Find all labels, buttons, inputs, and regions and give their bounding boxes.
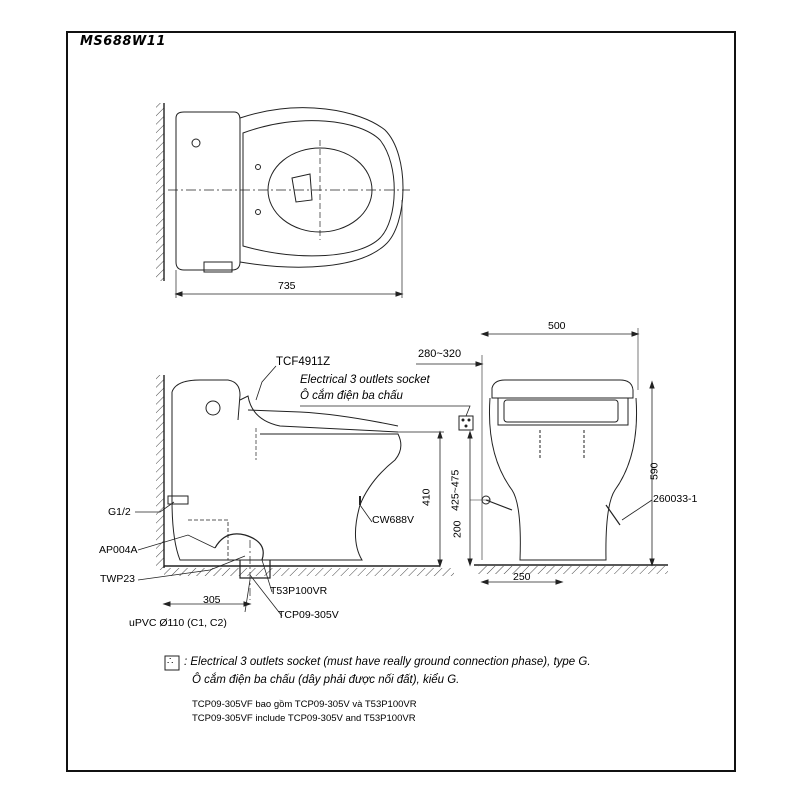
legend-line-4: TCP09-305VF include TCP09-305V and T53P1… xyxy=(192,713,416,724)
dimension-supply-height: 425~475 xyxy=(449,469,462,511)
front-view xyxy=(467,328,668,585)
dimension-inlet-height: 200 xyxy=(451,520,464,539)
legend-socket-box xyxy=(164,655,180,671)
dimension-wall-offset: 280~320 xyxy=(418,348,462,360)
label-ap004a: AP004A xyxy=(99,544,138,556)
model-number: MS688W11 xyxy=(80,34,166,49)
label-260033-1: 260033-1 xyxy=(653,493,698,505)
label-cw688v: CW688V xyxy=(372,514,415,526)
floor-hatch-side xyxy=(164,568,454,576)
side-view xyxy=(156,355,484,607)
legend-line-3: TCP09-305VF bao gồm TCP09-305V và T53P10… xyxy=(192,699,417,710)
legend-line-1: : Electrical 3 outlets socket (must have… xyxy=(184,656,591,668)
label-g12: G1/2 xyxy=(108,506,131,518)
dimension-total-height: 590 xyxy=(648,462,661,481)
floor-hatch-front xyxy=(478,566,668,574)
label-twp23: TWP23 xyxy=(100,573,136,585)
label-socket-en: Electrical 3 outlets socket xyxy=(300,374,430,386)
label-upvc: uPVC Ø110 (C1, C2) xyxy=(129,617,227,629)
top-view xyxy=(156,103,410,298)
dimension-seat-height: 410 xyxy=(420,488,433,507)
label-seat-model: TCF4911Z xyxy=(276,356,331,368)
dimension-overall-length: 735 xyxy=(278,280,296,292)
legend-line-2: Ô cắm điện ba chấu (dây phải được nối đấ… xyxy=(192,674,460,686)
wall-hatch-side xyxy=(156,375,164,570)
dimension-base-width: 250 xyxy=(513,571,531,583)
leader-lines xyxy=(135,365,653,617)
label-tcp09-305v: TCP09-305V xyxy=(278,609,339,621)
dimension-front-width: 500 xyxy=(548,320,566,332)
dimension-rough-in: 305 xyxy=(203,594,221,606)
label-socket-vi: Ô cắm điện ba chấu xyxy=(300,390,403,402)
label-t53p100vr: T53P100VR xyxy=(270,585,328,597)
legend-socket-symbol: ∴ xyxy=(167,656,174,667)
wall-hatch-top xyxy=(156,103,164,281)
drawing-sheet xyxy=(66,31,736,772)
